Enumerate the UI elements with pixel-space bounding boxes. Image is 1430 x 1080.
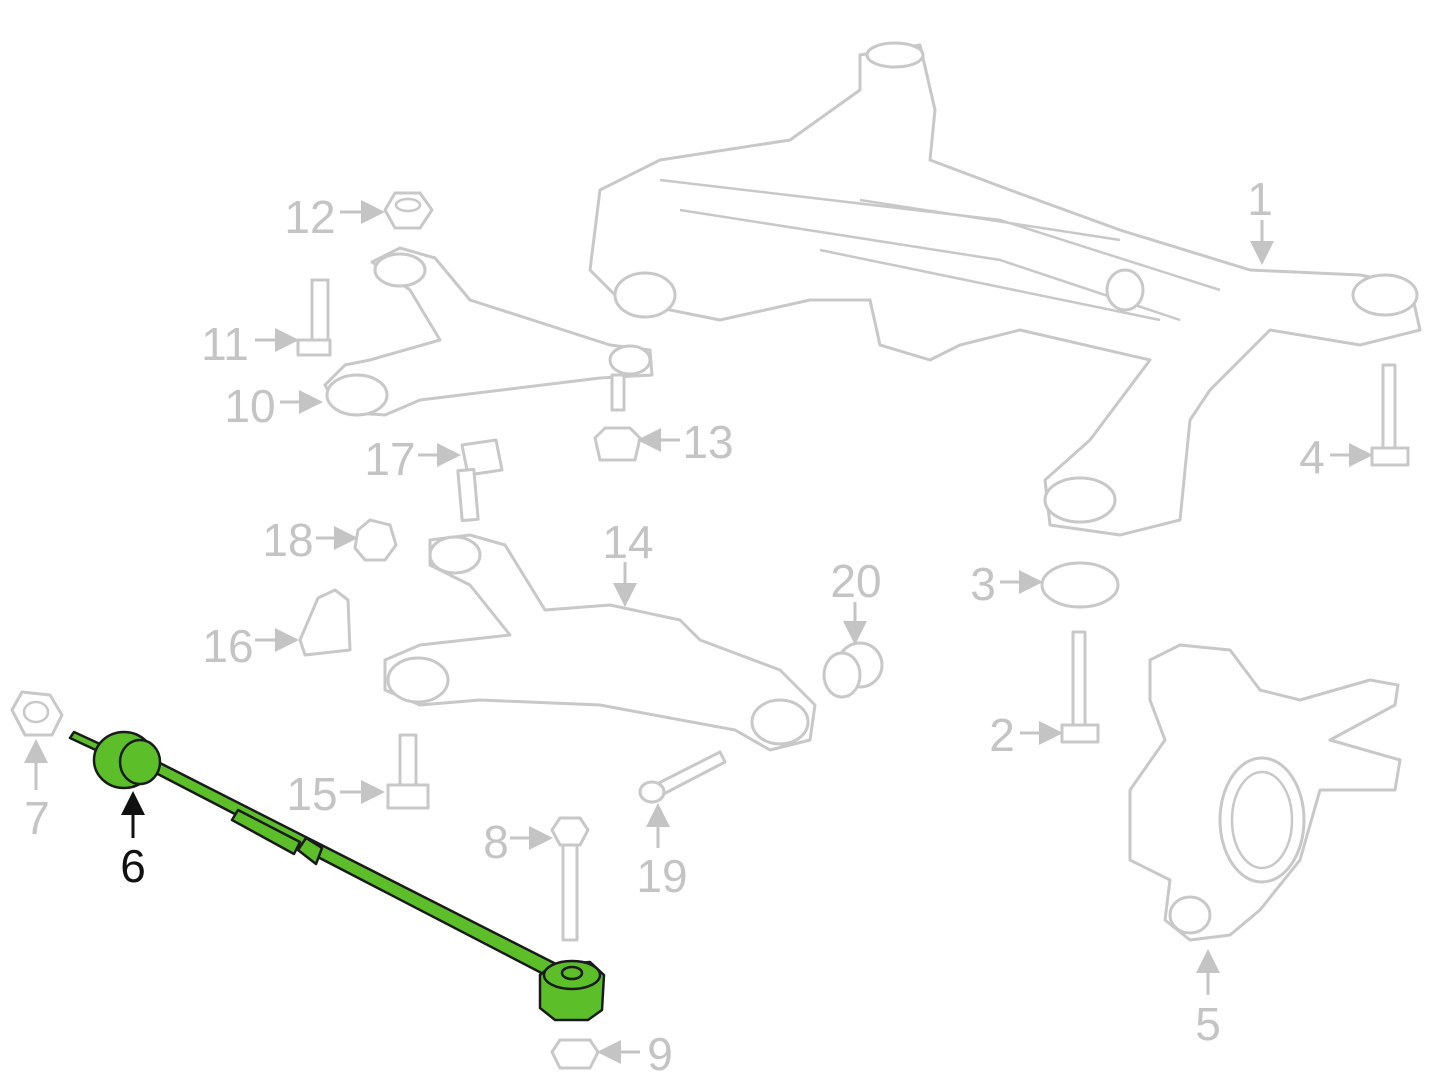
callout-15[interactable]: 15 bbox=[286, 768, 337, 820]
callout-4[interactable]: 4 bbox=[1299, 431, 1325, 483]
callout-5[interactable]: 5 bbox=[1195, 998, 1221, 1050]
part-8-bolt[interactable] bbox=[550, 816, 590, 942]
part-2-bolt[interactable] bbox=[1060, 630, 1100, 744]
callout-7[interactable]: 7 bbox=[24, 792, 50, 844]
callout-14[interactable]: 14 bbox=[602, 516, 653, 568]
callout-12[interactable]: 12 bbox=[284, 191, 335, 243]
part-6-toe-link[interactable] bbox=[68, 730, 606, 1022]
part-3-washer[interactable] bbox=[1040, 561, 1120, 609]
part-9-nut[interactable] bbox=[550, 1038, 600, 1070]
callout-9[interactable]: 9 bbox=[647, 1028, 673, 1080]
callout-16[interactable]: 16 bbox=[202, 620, 253, 672]
callout-13[interactable]: 13 bbox=[682, 416, 733, 468]
part-20-bushing[interactable] bbox=[822, 641, 884, 699]
part-19-bolt[interactable] bbox=[638, 750, 727, 804]
callout-3[interactable]: 3 bbox=[970, 558, 996, 610]
part-16-bump-stop[interactable] bbox=[298, 588, 352, 657]
callout-2[interactable]: 2 bbox=[989, 709, 1015, 761]
part-15-bolt[interactable] bbox=[386, 733, 430, 810]
part-4-bolt[interactable] bbox=[1370, 363, 1410, 467]
part-5-knuckle[interactable] bbox=[1128, 643, 1402, 942]
part-12-nut[interactable] bbox=[383, 191, 434, 230]
callout-20[interactable]: 20 bbox=[830, 555, 881, 607]
callout-17[interactable]: 17 bbox=[364, 433, 415, 485]
callout-arrows bbox=[24, 200, 1373, 1064]
callout-1[interactable]: 1 bbox=[1247, 173, 1273, 225]
part-14-lower-arm[interactable] bbox=[383, 533, 817, 752]
part-11-bolt[interactable] bbox=[296, 278, 332, 357]
part-13-nut[interactable] bbox=[593, 426, 642, 462]
part-7-nut[interactable] bbox=[10, 690, 64, 737]
callout-8[interactable]: 8 bbox=[483, 816, 509, 868]
callout-19[interactable]: 19 bbox=[636, 850, 687, 902]
callout-10[interactable]: 10 bbox=[224, 380, 275, 432]
callout-labels: 1 12 11 10 13 17 4 18 14 20 3 16 2 7 15 … bbox=[24, 173, 1325, 1080]
part-18-bushing[interactable] bbox=[353, 518, 398, 562]
part-1-subframe[interactable] bbox=[588, 41, 1422, 537]
part-10-upper-arm[interactable] bbox=[323, 246, 654, 417]
part-17-bolt[interactable] bbox=[456, 438, 504, 523]
callout-18[interactable]: 18 bbox=[262, 514, 313, 566]
callout-6[interactable]: 6 bbox=[120, 840, 146, 892]
callout-11[interactable]: 11 bbox=[201, 318, 249, 370]
